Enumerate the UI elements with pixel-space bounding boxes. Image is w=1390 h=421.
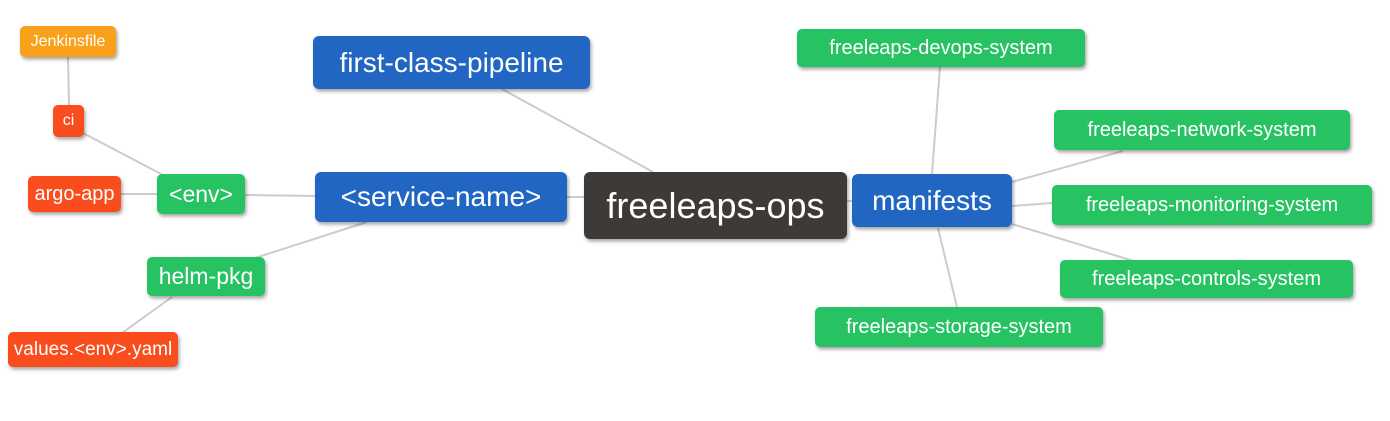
edge-manifests-monitoring	[1011, 202, 1053, 207]
node-manifests[interactable]: manifests	[852, 174, 1012, 227]
edge-ci-jenkinsfile	[67, 56, 70, 107]
node-jenkinsfile[interactable]: Jenkinsfile	[20, 26, 116, 57]
edge-manifests-network	[1011, 150, 1124, 183]
node-freeleaps-network-system[interactable]: freeleaps-network-system	[1054, 110, 1350, 150]
node-freeleaps-storage-system[interactable]: freeleaps-storage-system	[815, 307, 1103, 347]
node-helm-pkg[interactable]: helm-pkg	[147, 257, 265, 296]
edge-manifests-storage	[937, 227, 958, 308]
edge-helm-pkg-values	[121, 296, 173, 334]
edge-manifests-devops	[931, 66, 941, 175]
node-freeleaps-ops[interactable]: freeleaps-ops	[584, 172, 847, 239]
node-values-env-yaml[interactable]: values.<env>.yaml	[8, 332, 178, 367]
node-freeleaps-controls-system[interactable]: freeleaps-controls-system	[1060, 260, 1353, 298]
node-service-name[interactable]: <service-name>	[315, 172, 567, 222]
node-env[interactable]: <env>	[157, 174, 245, 214]
edge-env-ci	[82, 132, 164, 176]
edge-manifests-controls	[1011, 223, 1138, 263]
edge-service-name-helm-pkg	[254, 221, 368, 259]
node-ci[interactable]: ci	[53, 105, 84, 137]
node-freeleaps-monitoring-system[interactable]: freeleaps-monitoring-system	[1052, 185, 1372, 225]
node-argo-app[interactable]: argo-app	[28, 176, 121, 212]
node-freeleaps-devops-system[interactable]: freeleaps-devops-system	[797, 29, 1085, 67]
edge-service-name-env	[244, 194, 316, 197]
edge-ops-first-class-pipeline	[501, 88, 654, 173]
node-first-class-pipeline[interactable]: first-class-pipeline	[313, 36, 590, 89]
